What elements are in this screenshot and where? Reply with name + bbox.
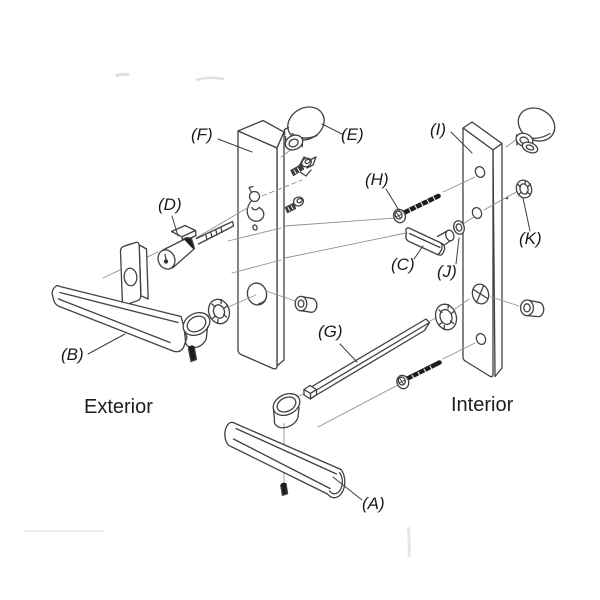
mounting-screw-upper xyxy=(290,157,312,177)
exterior-lever-handle xyxy=(51,284,211,363)
label-D: (D) xyxy=(158,195,182,214)
mounting-screw-lower xyxy=(284,196,305,214)
leader-lines xyxy=(87,123,531,501)
thumbturn xyxy=(405,227,455,256)
interior-knob-cap xyxy=(515,107,556,154)
label-F: (F) xyxy=(191,125,213,144)
label-K: (K) xyxy=(519,229,542,248)
label-I: (I) xyxy=(430,120,447,139)
label-G: (G) xyxy=(318,322,343,341)
spindle xyxy=(303,318,431,400)
exterior-label: Exterior xyxy=(84,396,153,418)
through-bolt-lower xyxy=(396,360,442,390)
scan-smudges xyxy=(24,72,411,558)
spacer-exterior xyxy=(294,295,318,313)
exterior-knob-cap xyxy=(283,106,325,151)
label-J: (J) xyxy=(437,262,457,281)
label-A: (A) xyxy=(362,494,385,513)
label-H: (H) xyxy=(365,170,389,189)
keyhole xyxy=(246,185,265,231)
interior-label: Interior xyxy=(451,394,514,416)
spacer-interior xyxy=(519,299,545,318)
label-E: (E) xyxy=(341,125,364,144)
spring-washer-exterior xyxy=(207,298,231,325)
key-cylinder xyxy=(157,220,235,270)
lever-hole xyxy=(246,282,268,306)
cylinder-escutcheon xyxy=(119,241,149,306)
spring-washer-interior xyxy=(434,303,458,331)
exterior-plate xyxy=(237,119,285,370)
through-bolt-upper xyxy=(392,193,441,224)
washer-k xyxy=(515,179,533,199)
interior-lever-handle xyxy=(224,392,346,499)
label-B: (B) xyxy=(61,345,84,364)
label-C: (C) xyxy=(391,255,415,274)
washer-j xyxy=(453,220,465,235)
interior-plate xyxy=(462,121,509,378)
